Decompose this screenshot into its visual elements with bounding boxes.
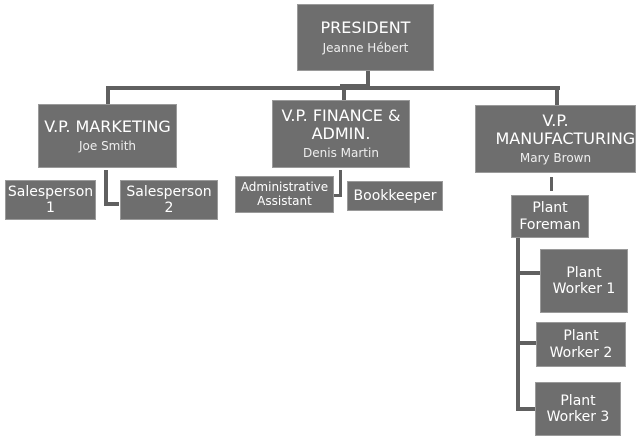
- vp-manufacturing-title: V.P. MANUFACTURING: [495, 110, 636, 149]
- plant-worker-2-box[interactable]: Plant Worker 2: [536, 322, 626, 367]
- connector: [106, 86, 560, 90]
- connector: [516, 407, 535, 411]
- salesperson-2-box[interactable]: Salesperson 2: [120, 180, 218, 220]
- vp-manufacturing-name: Mary Brown: [519, 151, 592, 166]
- plant-foreman-box[interactable]: Plant Foreman: [511, 195, 589, 238]
- connector: [516, 271, 540, 275]
- vp-finance-name: Denis Martin: [303, 146, 379, 161]
- connector: [550, 177, 553, 191]
- plant-worker-1-box[interactable]: Plant Worker 1: [540, 249, 628, 313]
- admin-assistant-box[interactable]: Administrative Assistant: [235, 176, 334, 213]
- connector: [104, 202, 119, 206]
- connector: [342, 86, 346, 100]
- connector: [366, 71, 370, 89]
- vp-marketing-name: Joe Smith: [78, 139, 137, 154]
- vp-finance-title: V.P. FINANCE & ADMIN.: [281, 105, 401, 144]
- president-name: Jeanne Hébert: [322, 40, 409, 55]
- connector: [516, 341, 536, 345]
- president-box[interactable]: PRESIDENT Jeanne Hébert: [297, 4, 434, 71]
- connector: [340, 84, 368, 90]
- president-title: PRESIDENT: [320, 18, 411, 38]
- connector: [555, 86, 559, 105]
- salesperson-1-box[interactable]: Salesperson 1: [5, 180, 96, 220]
- plant-worker-3-box[interactable]: Plant Worker 3: [535, 382, 621, 436]
- connector: [104, 170, 108, 206]
- vp-marketing-title: V.P. MARKETING: [44, 116, 171, 136]
- connector: [516, 238, 520, 411]
- connector: [334, 194, 342, 197]
- connector: [106, 86, 110, 104]
- vp-marketing-box[interactable]: V.P. MARKETING Joe Smith: [38, 104, 177, 168]
- vp-manufacturing-box[interactable]: V.P. MANUFACTURING Mary Brown: [475, 105, 636, 173]
- bookkeeper-box[interactable]: Bookkeeper: [347, 181, 443, 211]
- connector: [339, 170, 342, 196]
- vp-finance-box[interactable]: V.P. FINANCE & ADMIN. Denis Martin: [272, 100, 410, 168]
